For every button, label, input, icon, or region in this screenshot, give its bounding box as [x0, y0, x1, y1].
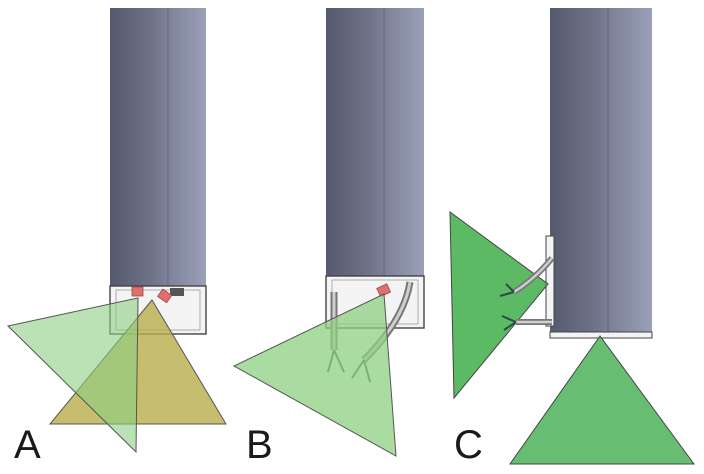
panel-b-camera: [376, 283, 392, 298]
panel-c-side-field-of-view: [449, 210, 549, 400]
panel-a: A: [6, 8, 227, 467]
panel-c-bottom-field-of-view: [509, 335, 695, 465]
panel-b-shaft: [326, 8, 424, 276]
panel-b-label: B: [246, 423, 273, 467]
panel-a-shaft: [110, 8, 206, 286]
panel-c: C: [449, 8, 695, 467]
panel-b: B: [232, 8, 425, 467]
panel-c-upper-gripper: [499, 283, 515, 297]
panel-c-label: C: [454, 423, 483, 467]
panel-a-camera-2: [157, 288, 173, 304]
panel-c-lower-gripper: [501, 315, 517, 331]
panel-a-field-of-view-green: [6, 297, 139, 454]
panel-c-shaft: [550, 8, 652, 332]
panel-a-camera-1: [131, 286, 144, 297]
panel-b-field-of-view: [232, 293, 397, 457]
panel-a-label: A: [14, 423, 41, 467]
panel-c-side-window: [545, 235, 555, 327]
